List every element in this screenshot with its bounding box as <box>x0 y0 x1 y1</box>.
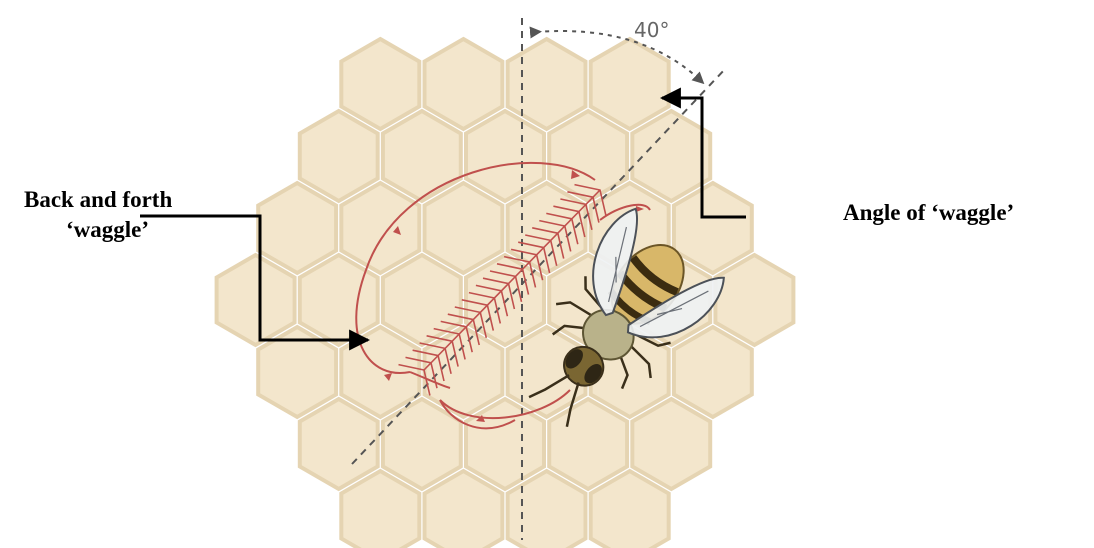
honeycomb-cell <box>422 468 505 548</box>
honeycomb-cell <box>297 396 380 492</box>
honeycomb-cell <box>422 36 505 132</box>
angle-callout-arrow <box>659 87 746 219</box>
honeycomb-cell <box>297 108 380 204</box>
angle-arc <box>529 26 705 85</box>
waggle-label-line2: ‘waggle’ <box>66 217 150 242</box>
honeycomb-cell <box>630 108 713 204</box>
honeycomb-cell <box>422 324 505 420</box>
honeycomb-cell <box>671 180 754 276</box>
honeycomb-cell <box>214 252 297 348</box>
honeycomb-cell <box>256 324 339 420</box>
honeycomb-cell <box>547 396 630 492</box>
honeycomb-cell <box>464 396 546 492</box>
honeycomb-cell <box>588 468 671 548</box>
waggle-callout-arrow <box>140 214 371 351</box>
honeycomb-cell <box>547 108 630 204</box>
honeycomb-cell <box>339 36 422 132</box>
waggle-run-zigzag <box>398 183 607 396</box>
honeycomb-cell <box>256 180 339 276</box>
honeycomb-cell <box>380 252 463 348</box>
honeycomb <box>214 36 796 548</box>
honeycomb-cell <box>380 108 463 204</box>
honeycomb-cell <box>339 468 422 548</box>
honeycomb-cell <box>630 396 713 492</box>
waggle-spine <box>423 189 601 371</box>
angle-label: Angle of ‘waggle’ <box>843 200 1015 225</box>
honeycomb-cell <box>464 108 546 204</box>
honeycomb-cell <box>505 468 588 548</box>
honeycomb-cell <box>422 180 505 276</box>
loop-arrowheads <box>384 170 644 422</box>
honeycomb-cell <box>713 252 796 348</box>
waggle-return-loops <box>355 161 651 430</box>
honeycomb-cell <box>671 324 754 420</box>
honeycomb-cell <box>297 252 380 348</box>
honeybee-icon <box>528 207 725 427</box>
waggle-label-line1: Back and forth <box>24 187 173 212</box>
angle-value-label: 40° <box>634 18 669 42</box>
honeycomb-cell <box>588 36 671 132</box>
honeycomb-cell <box>339 180 422 276</box>
honeycomb-cell <box>505 36 588 132</box>
